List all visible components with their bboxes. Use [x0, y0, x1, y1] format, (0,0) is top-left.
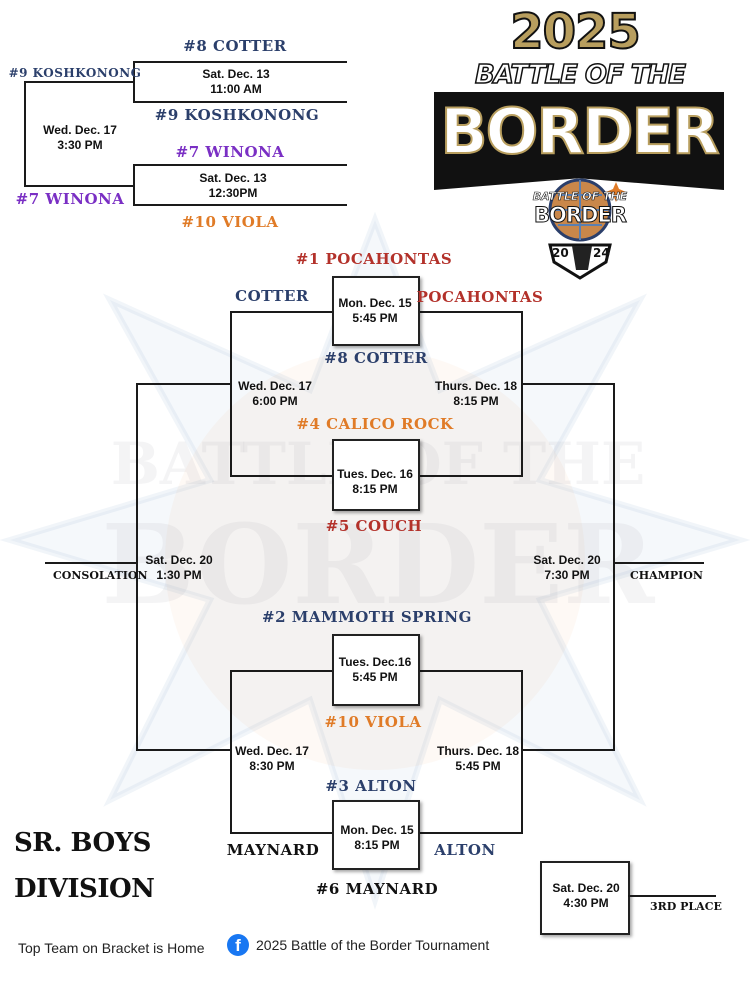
playin-viola-seed: #10 VIOLA: [181, 213, 279, 231]
playin-koshkonong-below: #9 KOSHKONONG: [154, 106, 320, 124]
cons-time: 1:30 PM: [156, 568, 202, 582]
consolation-label: CONSOLATION: [53, 569, 148, 582]
cotter-left-label: COTTER: [235, 287, 309, 305]
seed2-label: #2 MAMMOTH SPRING: [262, 608, 472, 626]
facebook-link[interactable]: f 2025 Battle of the Border Tournament: [227, 934, 489, 956]
third-place-label: 3RD PLACE: [650, 900, 722, 913]
playin-winona-left: #7 WINONA: [15, 190, 125, 208]
m2-time: 8:15 PM: [352, 482, 398, 496]
watermark-star-icon: [0, 211, 750, 910]
division-line1: SR. BOYS: [14, 828, 151, 858]
facebook-icon: f: [227, 934, 249, 956]
alton-right-label: ALTON: [434, 841, 496, 859]
game-box-2: [332, 439, 420, 511]
champ-time: 7:30 PM: [544, 568, 590, 582]
seed8-label: #8 COTTER: [324, 349, 428, 367]
playin-game2-date: Sat. Dec. 13: [199, 171, 267, 185]
playin-final-date: Wed. Dec. 17: [43, 123, 117, 137]
logo-badge: BATTLE OF THE BORDER 20 24: [530, 170, 630, 280]
facebook-label: 2025 Battle of the Border Tournament: [256, 937, 490, 953]
m3-time: 5:45 PM: [352, 670, 398, 684]
m2-date: Tues. Dec. 16: [337, 467, 413, 481]
seed4-label: #4 CALICO ROCK: [296, 415, 454, 433]
m1-date: Mon. Dec. 15: [338, 296, 412, 310]
playin-cotter-seed: #8 COTTER: [183, 37, 287, 55]
third-place-box: [540, 861, 630, 935]
playin-winona-seed: #7 WINONA: [175, 143, 285, 161]
lr-time: 5:45 PM: [455, 759, 501, 773]
game-box-4: [332, 800, 420, 870]
ll-time: 8:30 PM: [249, 759, 295, 773]
ur-time: 8:15 PM: [453, 394, 499, 408]
badge-globe-icon: [548, 178, 626, 280]
badge-year-left: 20: [552, 246, 569, 260]
badge-bottom: BORDER: [534, 203, 628, 228]
ul-date: Wed. Dec. 17: [238, 379, 312, 393]
playin-final-time: 3:30 PM: [57, 138, 103, 152]
badge-top: BATTLE OF THE: [532, 190, 628, 204]
logo-line2-text: BORDER: [439, 94, 720, 169]
ul-time: 6:00 PM: [252, 394, 298, 408]
home-note: Top Team on Bracket is Home: [18, 940, 205, 956]
lr-date: Thurs. Dec. 18: [436, 744, 520, 758]
logo-line1: BATTLE OF THE: [474, 59, 687, 91]
m3-date: Tues. Dec.16: [338, 655, 412, 669]
champion-label: CHAMPION: [630, 569, 703, 582]
maynard-left-label: MAYNARD: [226, 841, 320, 859]
pocahontas-right-label: POCAHONTAS: [416, 288, 544, 306]
logo-year: 2025: [509, 3, 642, 61]
playin-game1-date: Sat. Dec. 13: [202, 67, 270, 81]
playin-koshkonong-left: #9 KOSHKONONG: [8, 66, 142, 80]
seed1-label: #1 POCAHONTAS: [295, 250, 453, 268]
m4-time: 8:15 PM: [354, 838, 400, 852]
m1-time: 5:45 PM: [352, 311, 398, 325]
ll-date: Wed. Dec. 17: [235, 744, 309, 758]
seed3-label: #3 ALTON: [325, 777, 417, 795]
division-line2: DIVISION: [14, 874, 155, 904]
watermark-line2: BORDER: [101, 500, 655, 629]
game-box-3: [332, 634, 420, 706]
cons-date: Sat. Dec. 20: [145, 553, 213, 567]
seed5-label: #5 COUCH: [325, 517, 423, 535]
m4-date: Mon. Dec. 15: [340, 823, 414, 837]
third-time: 4:30 PM: [563, 896, 609, 910]
champ-date: Sat. Dec. 20: [533, 553, 601, 567]
game-box-1: [332, 276, 420, 346]
ur-date: Thurs. Dec. 18: [434, 379, 518, 393]
seed10-label: #10 VIOLA: [324, 713, 422, 731]
third-date: Sat. Dec. 20: [552, 881, 620, 895]
seed6-label: #6 MAYNARD: [315, 880, 439, 898]
logo-line2: [434, 92, 724, 190]
playin-game1-time: 11:00 AM: [210, 82, 262, 96]
playin-game2-time: 12:30PM: [208, 186, 258, 200]
badge-year-right: 24: [593, 246, 610, 260]
